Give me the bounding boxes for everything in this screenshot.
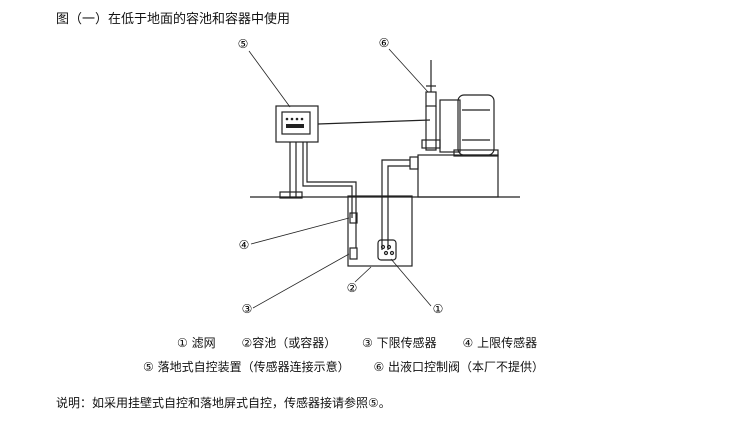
pump-body (439, 99, 461, 153)
legend-item-upper-sensor: ④ 上限传感器 (462, 336, 538, 350)
motor-body (457, 94, 495, 156)
leader-4 (250, 217, 350, 245)
legend-item-outlet-valve: ⑥ 出液口控制阀（本厂不提供） (373, 360, 545, 374)
explanatory-note: 说明：如采用挂壁式自控和落地屏式自控，传感器接请参照⑤。 (56, 396, 391, 410)
leader-1 (390, 258, 432, 307)
callout-4: ④ (239, 238, 250, 252)
diagram-title: 图（一）在低于地面的容池和容器中使用 (56, 12, 291, 27)
tank-outline (347, 195, 413, 267)
legend-item-filter: ① 滤网 (177, 336, 216, 350)
callout-6: ⑥ (379, 36, 390, 50)
leader-6 (388, 48, 429, 93)
legend-item-control-unit: ⑤ 落地式自控装置（传感器连接示意） (143, 360, 350, 374)
control-panel-face (281, 111, 311, 135)
legend-row-2: ⑤ 落地式自控装置（传感器连接示意） ⑥ 出液口控制阀（本厂不提供） (143, 358, 564, 375)
callout-2: ② (347, 281, 358, 295)
lower-sensor (349, 247, 358, 260)
legend-row-1: ① 滤网 ②容池（或容器） ③ 下限传感器 ④ 上限传感器 (177, 334, 559, 351)
control-stand-base (279, 191, 303, 199)
pump-platform (417, 154, 499, 198)
leader-2 (354, 266, 372, 283)
callout-5: ⑤ (238, 37, 249, 51)
sensor-cable (302, 142, 353, 218)
filter-strainer (377, 239, 397, 261)
valve-cable (317, 119, 431, 125)
legend-item-tank: ②容池（或容器） (241, 336, 337, 350)
legend-item-lower-sensor: ③ 下限传感器 (362, 336, 437, 350)
callout-3: ③ (242, 302, 253, 316)
upper-sensor (349, 212, 358, 224)
suction-pipe (381, 159, 410, 250)
callout-1: ① (433, 302, 444, 316)
leader-3 (252, 253, 350, 309)
outlet-valve (425, 91, 437, 107)
leader-5 (248, 50, 291, 108)
